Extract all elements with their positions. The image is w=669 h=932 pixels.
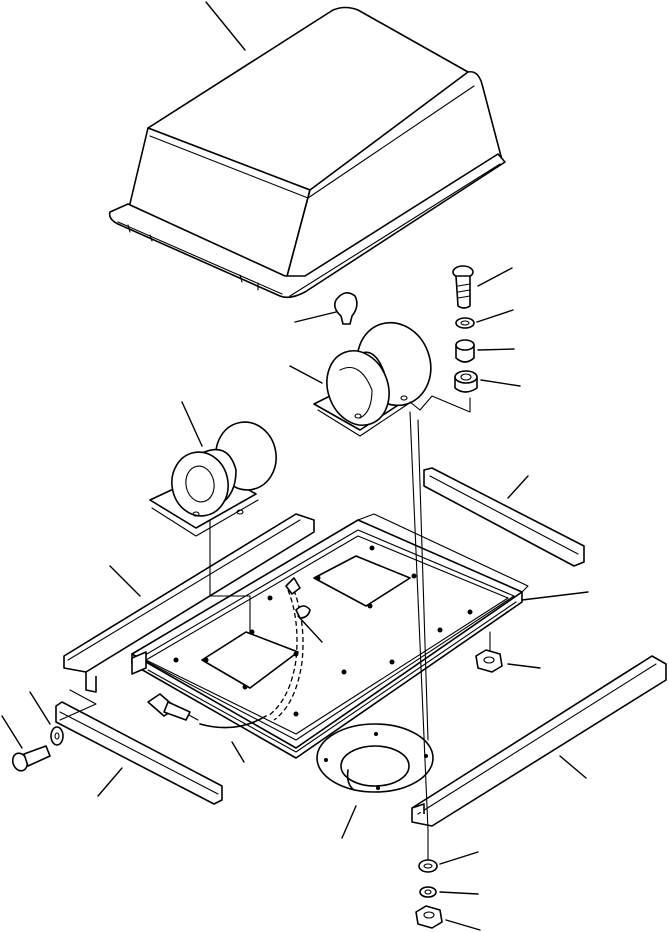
nut-right	[475, 649, 541, 673]
spacer	[455, 339, 515, 363]
strip-front	[55, 701, 223, 805]
washer-left	[29, 691, 64, 746]
rotary-light-lower	[149, 401, 277, 537]
bolt-left	[1, 715, 51, 772]
assembly-lines	[59, 411, 491, 861]
harness	[199, 715, 267, 763]
rotary-light-upper	[289, 321, 471, 437]
bracket-right-upper	[423, 467, 585, 567]
washer-top	[455, 309, 514, 329]
base-plate	[131, 513, 589, 759]
bolt-top	[452, 265, 513, 309]
bracket-left	[63, 513, 315, 693]
collar	[454, 370, 521, 393]
roof-cover	[108, 1, 506, 299]
grommet	[316, 723, 434, 839]
nut-bottom	[415, 905, 481, 931]
connector	[147, 693, 199, 721]
bracket-right-lower	[411, 655, 667, 827]
beacon-lens-knob	[294, 292, 358, 325]
lock-washer-bottom	[419, 886, 479, 898]
washer-bottom	[418, 851, 479, 873]
